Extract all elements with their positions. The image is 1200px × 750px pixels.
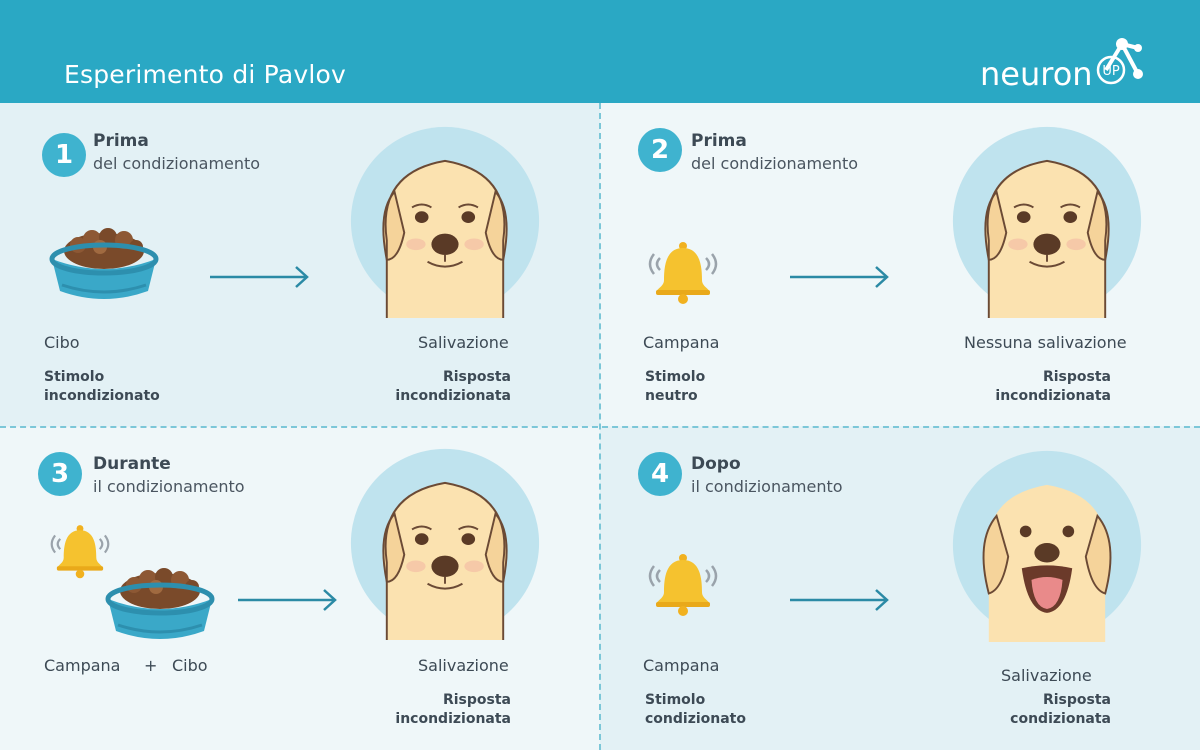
bell-icon <box>50 520 110 580</box>
bell-icon <box>648 548 718 618</box>
panel-2-response-label: Nessuna salivazione <box>964 333 1127 352</box>
dog-happy-icon <box>950 448 1144 642</box>
arrow-icon <box>210 265 310 289</box>
logo-text: neuron <box>980 55 1093 93</box>
panel-2-subtitle: del condizionamento <box>691 154 859 173</box>
step-number-2: 2 <box>638 128 682 172</box>
panel-3-response-label: Salivazione <box>418 656 509 675</box>
step-number-4: 4 <box>638 452 682 496</box>
panel-1-title: Prima <box>93 131 149 151</box>
header-bar: Esperimento di Pavlov UP neuron <box>0 0 1200 103</box>
panel-4-subtitle: il condizionamento <box>691 477 843 496</box>
panel-3-subtitle: il condizionamento <box>93 477 245 496</box>
panel-4-title: Dopo <box>691 454 741 474</box>
step-number-1: 1 <box>42 133 86 177</box>
panel-2-title: Prima <box>691 131 747 151</box>
panel-2-stimulus-label: Campana <box>643 333 720 352</box>
food-bowl-icon <box>104 560 216 642</box>
dog-salivating-icon <box>348 446 542 640</box>
divider-horizontal <box>0 426 1200 428</box>
arrow-icon <box>790 588 890 612</box>
panel-1-stimulus-label: Cibo <box>44 333 80 352</box>
panel-4-stimulus-label: Campana <box>643 656 720 675</box>
panel-4-response-label: Salivazione <box>1001 666 1092 685</box>
panel-1-subtitle: del condizionamento <box>93 154 261 173</box>
panel-3-stimulus-label-b: Cibo <box>172 656 208 675</box>
page-title: Esperimento di Pavlov <box>64 60 346 89</box>
food-bowl-icon <box>48 220 160 302</box>
logo-badge: UP <box>1102 64 1120 79</box>
dog-neutral-icon <box>950 124 1144 318</box>
neuronup-logo: UP neuron <box>980 38 1143 93</box>
panel-1-response-label: Salivazione <box>418 333 509 352</box>
panel-3-stimulus-label-a: Campana <box>44 656 121 675</box>
bell-icon <box>648 236 718 306</box>
arrow-icon <box>238 588 338 612</box>
panel-3-title: Durante <box>93 454 171 474</box>
dog-salivating-icon <box>348 124 542 318</box>
step-number-3: 3 <box>38 452 82 496</box>
arrow-icon <box>790 265 890 289</box>
panel-3-plus: + <box>144 656 158 675</box>
